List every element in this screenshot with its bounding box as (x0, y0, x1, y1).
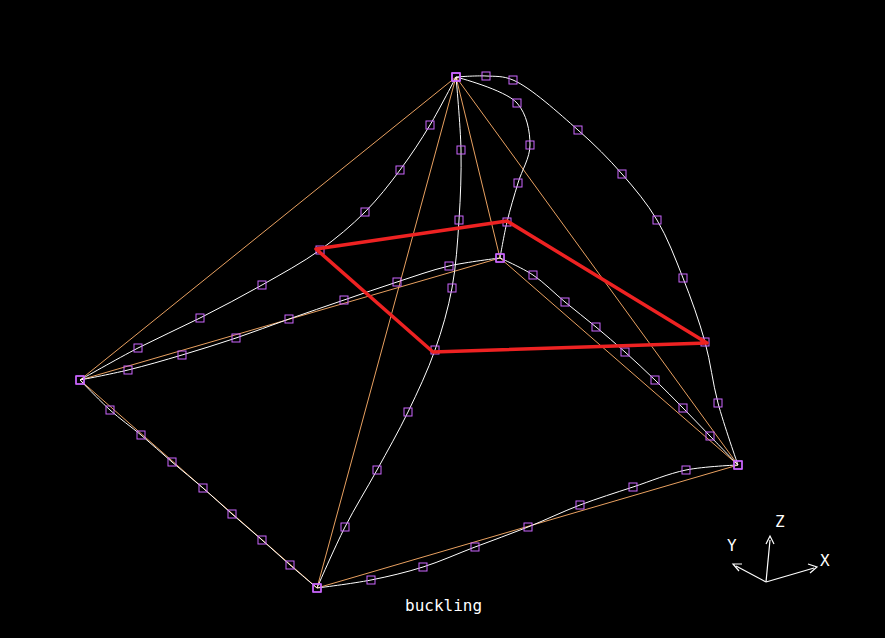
node-marker (471, 543, 479, 551)
node-marker (706, 432, 714, 440)
node-marker (76, 376, 84, 384)
node-marker (682, 466, 690, 474)
node-marker (285, 315, 293, 323)
node-marker (178, 351, 186, 359)
axis-label: Z (775, 514, 785, 530)
node-marker (482, 72, 490, 80)
node-marker (455, 216, 463, 224)
deformed-frame (80, 76, 738, 588)
node-marker (445, 262, 453, 270)
node-marker (396, 166, 404, 174)
node-marker (313, 584, 321, 592)
node-marker (419, 563, 427, 571)
node-marker (313, 584, 321, 592)
node-marker (258, 536, 266, 544)
node-marker (452, 73, 460, 81)
node-marker (452, 73, 460, 81)
deformed-member (80, 380, 317, 588)
node-marker (228, 510, 236, 518)
node-marker (629, 483, 637, 491)
node-marker (76, 376, 84, 384)
node-marker (457, 146, 465, 154)
node-marker (393, 278, 401, 286)
node-marker (340, 296, 348, 304)
node-marker (509, 76, 517, 84)
node-marker (199, 484, 207, 492)
node-marker (734, 461, 742, 469)
node-marker (526, 141, 534, 149)
axis-triad (733, 536, 817, 582)
node-marker (452, 73, 460, 81)
undeformed-frame (80, 77, 738, 588)
node-marker (529, 271, 537, 279)
node-marker (679, 404, 687, 412)
node-marker (651, 376, 659, 384)
node-marker (341, 523, 349, 531)
node-marker (106, 406, 114, 414)
node-marker (286, 561, 294, 569)
deformed-member (456, 76, 738, 465)
axis-label: Y (727, 538, 737, 554)
node-marker (137, 431, 145, 439)
node-marker (514, 179, 522, 187)
mode-caption: buckling (405, 598, 482, 614)
node-marker (404, 408, 412, 416)
node-marker (621, 348, 629, 356)
node-markers (76, 72, 742, 592)
node-marker (618, 170, 626, 178)
node-marker (574, 126, 582, 134)
node-marker (513, 99, 521, 107)
node-marker (496, 254, 504, 262)
deformed-member (317, 77, 461, 588)
node-marker (258, 281, 266, 289)
axis-label: X (820, 553, 830, 569)
bracing-ring (316, 221, 707, 352)
node-marker (196, 314, 204, 322)
node-marker (496, 254, 504, 262)
deformed-member (456, 77, 530, 258)
node-marker (524, 523, 532, 531)
node-marker (653, 216, 661, 224)
node-marker (734, 461, 742, 469)
node-marker (592, 323, 600, 331)
node-marker (448, 284, 456, 292)
node-marker (496, 254, 504, 262)
node-marker (367, 576, 375, 584)
node-marker (734, 461, 742, 469)
node-marker (361, 208, 369, 216)
node-marker (452, 73, 460, 81)
node-marker (679, 274, 687, 282)
deformed-member (80, 258, 500, 380)
node-marker (714, 399, 722, 407)
node-marker (168, 458, 176, 466)
node-marker (313, 584, 321, 592)
deformed-member (317, 465, 738, 588)
node-marker (561, 298, 569, 306)
node-marker (426, 121, 434, 129)
node-marker (124, 366, 132, 374)
node-marker (134, 344, 142, 352)
deformed-member (80, 77, 456, 380)
node-marker (576, 501, 584, 509)
node-marker (232, 334, 240, 342)
node-marker (76, 376, 84, 384)
node-marker (373, 466, 381, 474)
